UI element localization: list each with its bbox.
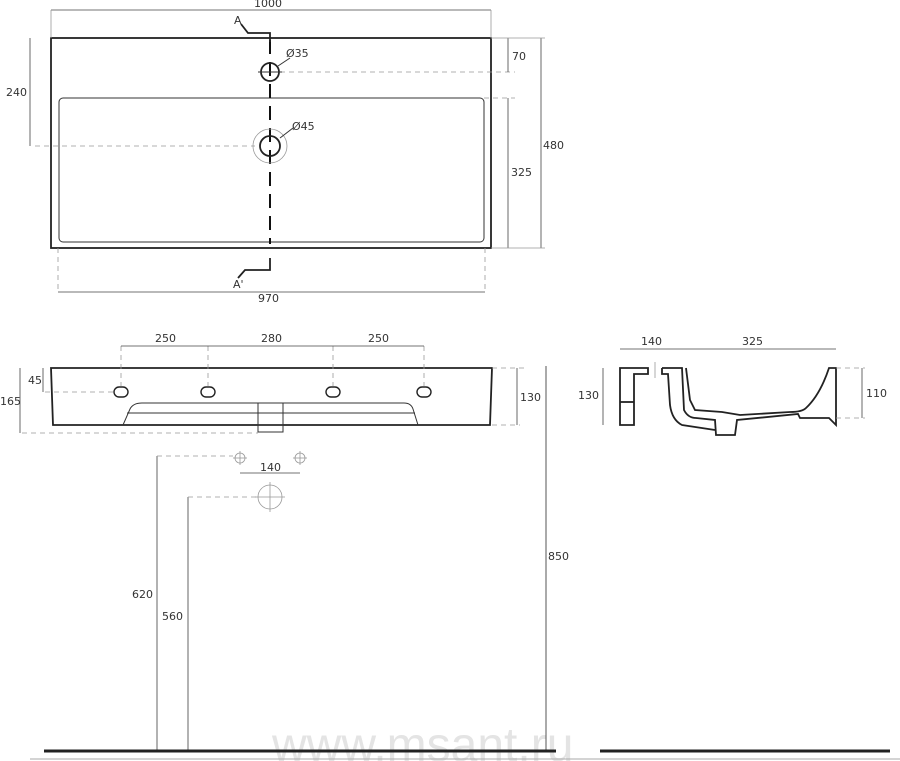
- spacing-250-right-label: 250: [368, 332, 389, 345]
- spacing-280-label: 280: [261, 332, 282, 345]
- depth-480-label: 480: [543, 139, 564, 152]
- basin-outline-top: [58, 97, 485, 243]
- bowl-depth-110-label: 110: [866, 387, 887, 400]
- section-end-label: A': [233, 278, 244, 291]
- sink-outline-front: [50, 367, 493, 426]
- supply-spacing-140-label: 140: [260, 461, 281, 474]
- tap-diameter-label: Ø35: [286, 47, 309, 60]
- width-970-label: 970: [258, 292, 279, 305]
- basin-depth-325-label: 325: [742, 335, 763, 348]
- offset-45-label: 45: [28, 374, 42, 387]
- height-165-label: 165: [0, 395, 21, 408]
- height-620-label: 620: [132, 588, 153, 601]
- width-1000-label: 1000: [254, 0, 282, 10]
- rear-depth-140-label: 140: [641, 335, 662, 348]
- height-850-label: 850: [548, 550, 569, 563]
- spacing-250-left-label: 250: [155, 332, 176, 345]
- drain-hole: [259, 135, 281, 157]
- height-560-label: 560: [162, 610, 183, 623]
- top-view: Ø35 Ø45 A A' 1000 970 240 70 325 480: [6, 0, 564, 305]
- drain-diameter-label: Ø45: [292, 120, 315, 133]
- side-height-130-label: 130: [578, 389, 599, 402]
- watermark: www.msant.ru: [271, 719, 573, 761]
- front-view: 250 280 250 165 45 130 850 620 560 140: [0, 332, 569, 751]
- height-130-label: 130: [520, 391, 541, 404]
- depth-240-label: 240: [6, 86, 27, 99]
- depth-325-label: 325: [511, 166, 532, 179]
- offset-70-label: 70: [512, 50, 526, 63]
- section-start-label: A: [234, 14, 242, 27]
- side-view: 140 325 130 110: [578, 335, 887, 436]
- sink-outline-top: [50, 37, 492, 249]
